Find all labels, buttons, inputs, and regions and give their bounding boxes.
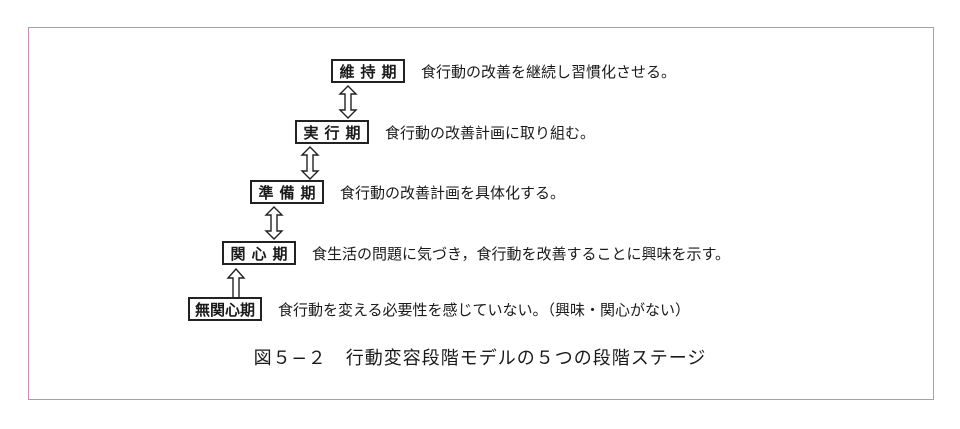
stage-contemplation: 関心期 食生活の問題に気づき，食行動を改善することに興味を示す。 (222, 240, 730, 266)
stage-description: 食行動の改善計画に取り組む。 (385, 123, 596, 142)
double-arrow-icon (264, 206, 284, 240)
stage-label-box: 実行期 (295, 120, 369, 144)
stage-preparation: 準備期 食行動の改善計画を具体化する。 (250, 179, 565, 205)
figure-caption: 図５−２ 行動変容段階モデルの５つの段階ステージ (253, 348, 707, 369)
stage-label-box: 関心期 (222, 241, 296, 265)
stage-label-box: 無関心期 (188, 297, 262, 321)
stage-action: 実行期 食行動の改善計画に取り組む。 (295, 119, 595, 145)
stage-description: 食行動の改善を継続し習慣化させる。 (421, 62, 677, 81)
double-arrow-icon (338, 85, 358, 119)
stage-label-box: 準備期 (250, 180, 324, 204)
stage-precontemplation: 無関心期 食行動を変える必要性を感じていない。（興味・関心がない） (188, 296, 690, 322)
stage-description: 食行動の改善計画を具体化する。 (340, 183, 566, 202)
stage-description: 食生活の問題に気づき，食行動を改善することに興味を示す。 (312, 244, 731, 263)
stage-maintenance: 維持期 食行動の改善を継続し習慣化させる。 (331, 58, 676, 84)
double-arrow-icon (300, 146, 320, 180)
stage-label-box: 維持期 (331, 59, 405, 83)
figure-frame (28, 27, 934, 400)
stage-description: 食行動を変える必要性を感じていない。（興味・関心がない） (278, 300, 691, 319)
